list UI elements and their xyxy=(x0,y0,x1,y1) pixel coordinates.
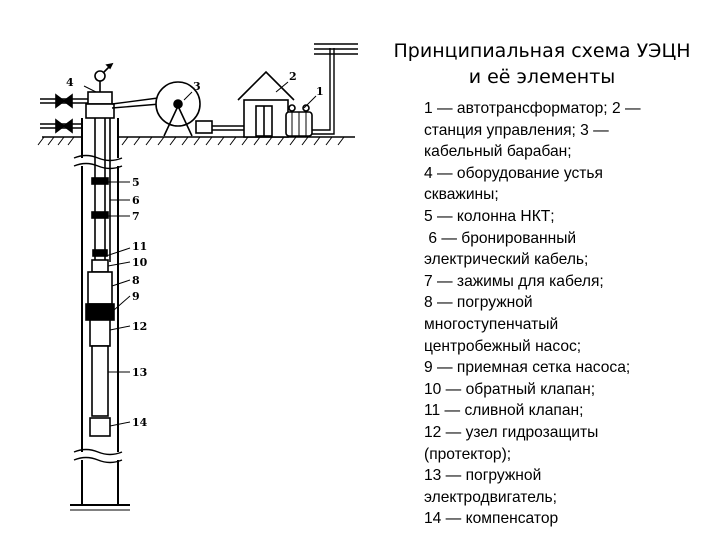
legend-line: 8 — погружной xyxy=(424,294,533,312)
label-2: 2 xyxy=(289,70,297,83)
label-11: 11 xyxy=(132,240,147,253)
legend-line: многоступенчатый xyxy=(424,315,559,333)
label-9: 9 xyxy=(132,290,140,303)
tubing-string xyxy=(91,118,111,262)
pump-assembly xyxy=(85,259,115,437)
legend-line: кабельный барабан; xyxy=(424,143,572,161)
legend-line: 9 — приемная сетка насоса; xyxy=(424,359,631,377)
power-line xyxy=(314,43,358,55)
label-6: 6 xyxy=(132,194,140,207)
legend-line: 1 — автотрансформатор; 2 — xyxy=(424,100,641,117)
label-1: 1 xyxy=(316,85,324,98)
leader-lines xyxy=(83,81,317,427)
label-8: 8 xyxy=(132,274,140,287)
autotransformer xyxy=(285,104,313,137)
legend-line: (протектор); xyxy=(424,445,512,463)
legend-list: 1 — автотрансформатор; 2 — станция управ… xyxy=(424,98,716,530)
label-10: 10 xyxy=(132,256,148,269)
break-marks xyxy=(73,154,124,464)
label-5: 5 xyxy=(132,176,140,189)
diagram-title: Принципиальная схема УЭЦН и её элементы xyxy=(392,38,692,90)
legend-line: 10 — обратный клапан; xyxy=(424,380,596,398)
label-13: 13 xyxy=(132,366,147,379)
legend-line: 14 — компенсатор xyxy=(424,510,559,528)
title-line-1: Принципиальная схема УЭЦН xyxy=(393,40,691,62)
legend-line: 4 — оборудование устья xyxy=(424,164,603,182)
label-14: 14 xyxy=(132,416,148,429)
legend-line: скважины; xyxy=(424,186,499,204)
legend-line: 6 — бронированный xyxy=(424,229,577,247)
label-3: 3 xyxy=(193,80,201,93)
label-4: 4 xyxy=(66,76,74,89)
legend-line: 13 — погружной xyxy=(424,467,542,485)
legend-line: 7 — зажимы для кабеля; xyxy=(424,272,604,290)
wellhead-equipment xyxy=(40,62,115,134)
label-7: 7 xyxy=(132,210,140,223)
cable-drum xyxy=(155,81,213,137)
legend-line: электрический кабель; xyxy=(424,251,589,269)
label-12: 12 xyxy=(132,320,147,333)
ground-surface xyxy=(37,136,355,146)
control-station xyxy=(237,70,295,138)
legend-line: станция управления; 3 — xyxy=(424,121,609,139)
legend-line: центробежный насос; xyxy=(424,337,582,355)
legend-line: 5 — колонна НКТ; xyxy=(424,207,555,225)
legend-line: 12 — узел гидрозащиты xyxy=(424,423,599,441)
legend-line: электродвигатель; xyxy=(424,488,557,506)
title-line-2: и её элементы xyxy=(468,66,616,88)
legend-line: 11 — сливной клапан; xyxy=(424,402,584,420)
uecn-schematic: 4 3 2 1 5 6 7 11 10 8 9 12 13 14 xyxy=(37,43,358,511)
